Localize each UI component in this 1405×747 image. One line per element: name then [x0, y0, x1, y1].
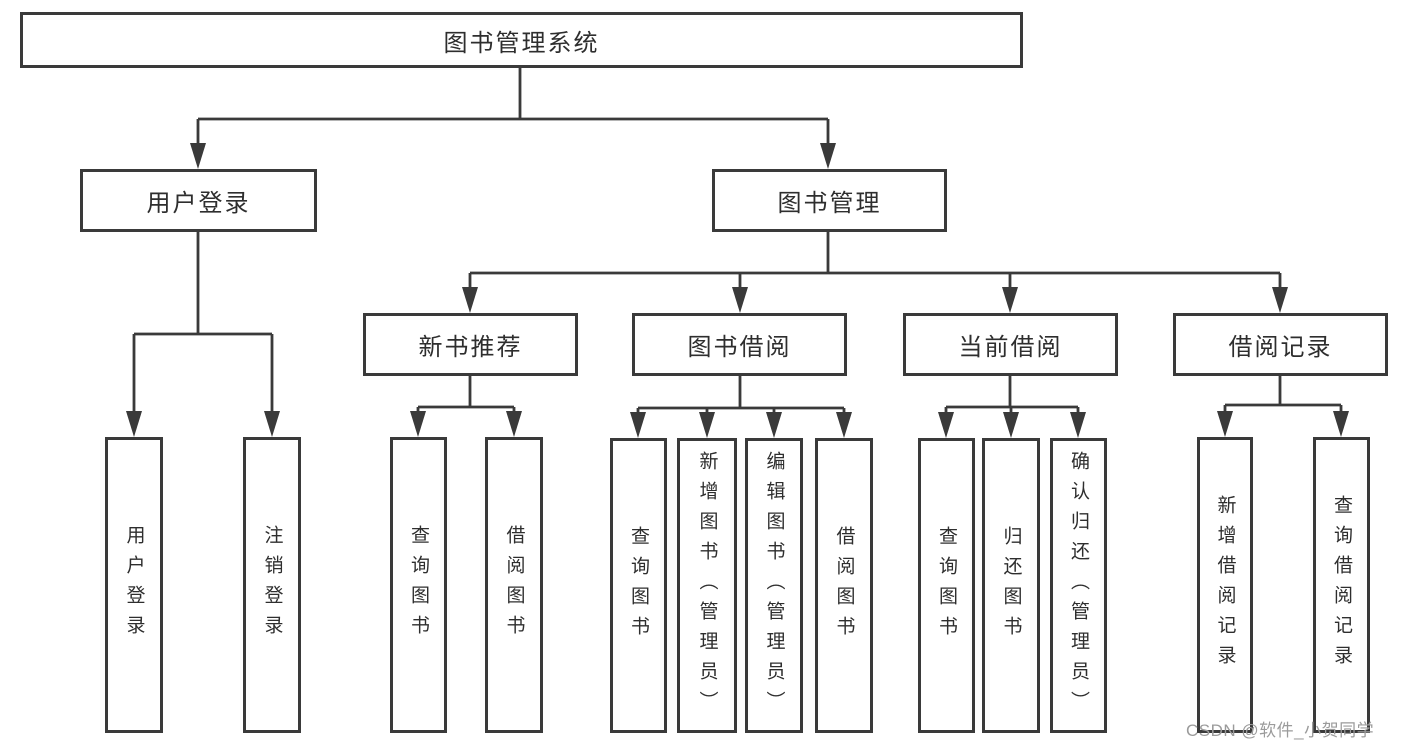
- arrowhead-icon: [1003, 412, 1019, 438]
- arrowhead-icon: [630, 412, 646, 438]
- node-br-add-record: 新增借阅记录: [1197, 437, 1253, 733]
- csdn-watermark: CSDN @软件_小贺同学: [1186, 721, 1375, 740]
- node-bb-add-books-admin: 新增图书（管理员）: [677, 438, 737, 733]
- node-nbr-query-books: 查询图书: [390, 437, 447, 733]
- arrowhead-icon: [732, 287, 748, 313]
- arrowhead-icon: [190, 143, 206, 169]
- connector-book-management-to-children: [462, 232, 1288, 313]
- node-root: 图书管理系统: [20, 12, 1023, 68]
- arrowhead-icon: [836, 412, 852, 438]
- arrowhead-icon: [506, 411, 522, 437]
- arrowhead-icon: [1070, 412, 1086, 438]
- arrowhead-icon: [264, 411, 280, 437]
- node-bb-borrow-books: 借阅图书: [815, 438, 873, 733]
- node-cb-query-books: 查询图书: [918, 438, 975, 733]
- node-nbr-borrow-books: 借阅图书: [485, 437, 543, 733]
- node-cb-confirm-return-admin: 确认归还（管理员）: [1050, 438, 1107, 733]
- node-borrowing-records: 借阅记录: [1173, 313, 1388, 376]
- arrowhead-icon: [766, 412, 782, 438]
- node-book-management: 图书管理: [712, 169, 947, 232]
- arrowhead-icon: [1002, 287, 1018, 313]
- arrowhead-icon: [699, 412, 715, 438]
- node-bb-edit-books-admin: 编辑图书（管理员）: [745, 438, 803, 733]
- connector-user-login-to-children: [126, 232, 280, 437]
- node-book-borrowing: 图书借阅: [632, 313, 847, 376]
- node-cb-return-books: 归还图书: [982, 438, 1040, 733]
- connector-new-book-recommend-to-children: [410, 376, 522, 437]
- arrowhead-icon: [1217, 411, 1233, 437]
- connector-current-borrowing-to-children: [938, 376, 1086, 438]
- arrowhead-icon: [462, 287, 478, 313]
- connector-root-to-level2: [190, 68, 836, 169]
- node-leaf-logout: 注销登录: [243, 437, 301, 733]
- arrowhead-icon: [1333, 411, 1349, 437]
- arrowhead-icon: [1272, 287, 1288, 313]
- arrowhead-icon: [410, 411, 426, 437]
- node-user-login: 用户登录: [80, 169, 317, 232]
- node-new-book-recommend: 新书推荐: [363, 313, 578, 376]
- node-current-borrowing: 当前借阅: [903, 313, 1118, 376]
- arrowhead-icon: [820, 143, 836, 169]
- node-bb-query-books: 查询图书: [610, 438, 667, 733]
- node-br-query-record: 查询借阅记录: [1313, 437, 1370, 733]
- arrowhead-icon: [126, 411, 142, 437]
- node-leaf-user-login: 用户登录: [105, 437, 163, 733]
- arrowhead-icon: [938, 412, 954, 438]
- connector-book-borrowing-to-children: [630, 376, 852, 438]
- connector-borrowing-records-to-children: [1217, 376, 1349, 437]
